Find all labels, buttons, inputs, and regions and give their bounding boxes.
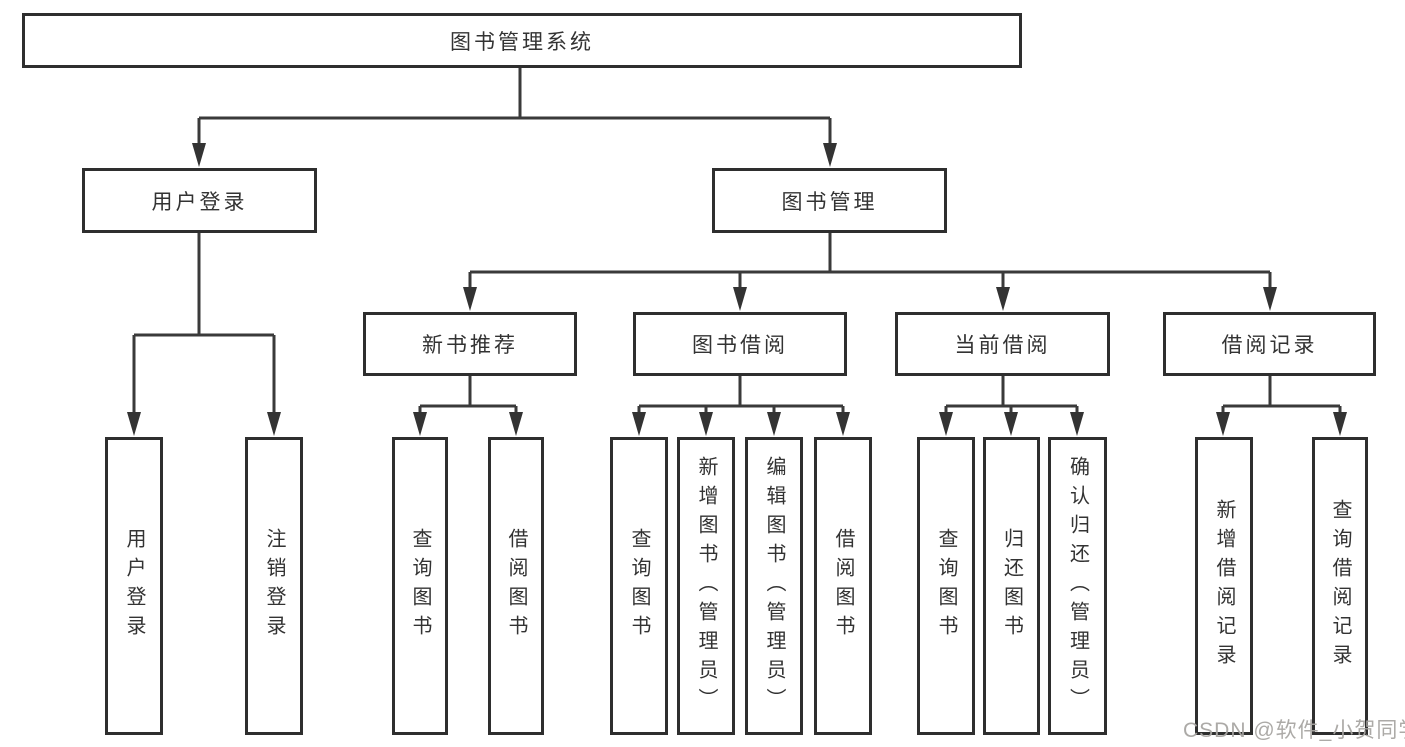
leaf-borrow-books: 借阅图书 (814, 437, 872, 735)
leaf-confirm-return-admin: 确认归还（管理员） (1048, 437, 1107, 735)
node-user-login-label: 用户登录 (151, 190, 248, 214)
node-borrow-records-label: 借阅记录 (1221, 334, 1318, 357)
arrowhead (192, 143, 206, 167)
arrowhead (413, 412, 427, 436)
leaf-logout: 注销登录 (245, 437, 303, 735)
leaf-query-books-current-label: 查询图书 (935, 528, 957, 644)
connector-book-management-branch (463, 233, 1277, 311)
arrowhead (996, 287, 1010, 311)
connector-current-borrow-branch (939, 376, 1084, 436)
csdn-watermark: CSDN @软件_小贺同学 (1183, 719, 1405, 742)
leaf-user-login-label: 用户登录 (123, 528, 145, 644)
arrowhead (463, 287, 477, 311)
arrowhead (823, 143, 837, 167)
arrowhead (733, 287, 747, 311)
leaf-confirm-return-admin-label: 确认归还（管理员） (1066, 455, 1089, 717)
leaf-query-borrow-record-label: 查询借阅记录 (1329, 499, 1351, 673)
arrowhead (767, 412, 781, 436)
connector-user-login-branch (127, 233, 281, 436)
arrowhead (836, 412, 850, 436)
node-current-borrow-label: 当前借阅 (954, 334, 1051, 357)
leaf-add-book-admin-label: 新增图书（管理员） (695, 455, 717, 717)
leaf-edit-book-admin-label: 编辑图书（管理员） (763, 455, 785, 717)
node-book-management-label: 图书管理 (781, 190, 878, 214)
arrowhead (1070, 412, 1084, 436)
node-new-book-recommend: 新书推荐 (363, 312, 577, 376)
node-book-management: 图书管理 (712, 168, 947, 233)
arrowhead (699, 412, 713, 436)
leaf-add-borrow-record: 新增借阅记录 (1195, 437, 1253, 735)
leaf-query-borrow-record: 查询借阅记录 (1312, 437, 1368, 735)
leaf-logout-label: 注销登录 (263, 528, 285, 644)
node-new-book-recommend-label: 新书推荐 (422, 334, 518, 357)
connector-root-branch (192, 68, 837, 167)
node-book-borrow-label: 图书借阅 (692, 334, 788, 357)
connector-borrow-records-branch (1216, 376, 1347, 436)
leaf-return-book: 归还图书 (983, 437, 1040, 735)
leaf-edit-book-admin: 编辑图书（管理员） (745, 437, 803, 735)
arrowhead (1216, 412, 1230, 436)
leaf-borrow-books-label: 借阅图书 (832, 528, 854, 644)
arrowhead (632, 412, 646, 436)
node-root-label: 图书管理系统 (450, 30, 594, 54)
arrowhead (127, 412, 141, 436)
leaf-query-books-borrow-label: 查询图书 (628, 528, 650, 644)
arrowhead (1004, 412, 1018, 436)
leaf-return-book-label: 归还图书 (1000, 528, 1023, 644)
arrowhead (939, 412, 953, 436)
leaf-add-book-admin: 新增图书（管理员） (677, 437, 735, 735)
leaf-add-borrow-record-label: 新增借阅记录 (1213, 499, 1235, 673)
leaf-query-books-current: 查询图书 (917, 437, 975, 735)
connector-book-borrow-branch (632, 376, 850, 436)
leaf-borrow-books-recommend: 借阅图书 (488, 437, 544, 735)
leaf-borrow-books-recommend-label: 借阅图书 (505, 528, 527, 644)
node-borrow-records: 借阅记录 (1163, 312, 1376, 376)
node-book-borrow: 图书借阅 (633, 312, 847, 376)
node-current-borrow: 当前借阅 (895, 312, 1110, 376)
leaf-user-login: 用户登录 (105, 437, 163, 735)
node-root: 图书管理系统 (22, 13, 1022, 68)
arrowhead (1263, 287, 1277, 311)
node-user-login: 用户登录 (82, 168, 317, 233)
arrowhead (1333, 412, 1347, 436)
arrowhead (267, 412, 281, 436)
connector-new-books-branch (413, 376, 523, 436)
arrowhead (509, 412, 523, 436)
leaf-query-books-borrow: 查询图书 (610, 437, 668, 735)
leaf-query-books-recommend: 查询图书 (392, 437, 448, 735)
leaf-query-books-recommend-label: 查询图书 (409, 528, 431, 644)
